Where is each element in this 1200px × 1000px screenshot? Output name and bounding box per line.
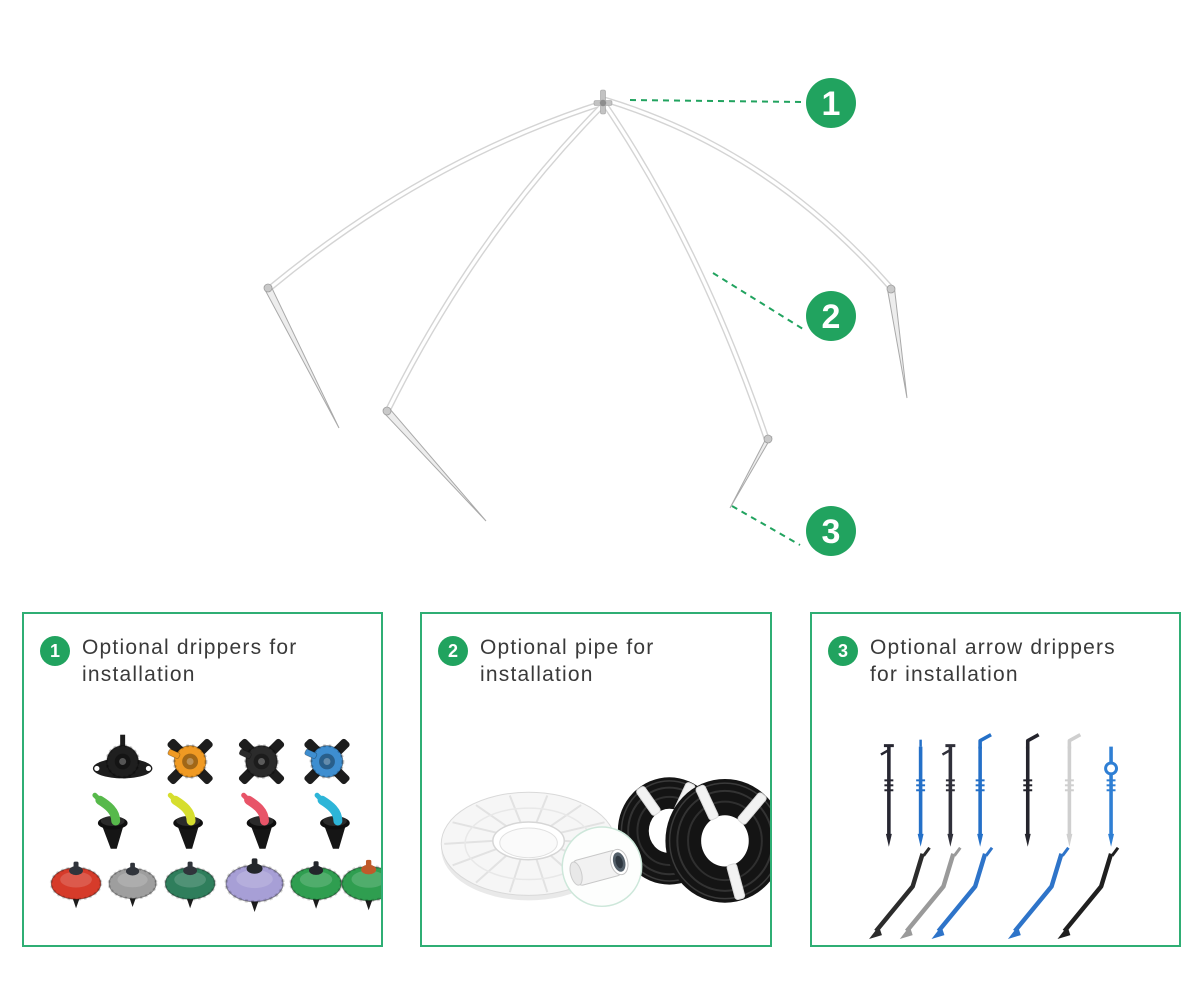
callout-1-number: 1 (822, 85, 841, 123)
straight-arrow-dripper (1064, 733, 1082, 847)
cross-dripper (238, 738, 285, 785)
flanged-dripper (92, 734, 153, 779)
straight-arrow-dripper (1104, 746, 1118, 847)
feed-tubes (267, 97, 894, 440)
panel-3-title: Optional arrow drippers for installation (870, 636, 1116, 687)
straight-arrow-dripper (1023, 733, 1040, 847)
straight-arrow-dripper (880, 744, 894, 847)
bent-arrow-dripper (1007, 846, 1070, 940)
straight-arrow-dripper (916, 739, 926, 847)
bent-arrow-dripper (1057, 846, 1120, 940)
spike-dripper (92, 792, 128, 849)
disc-dripper (224, 858, 285, 913)
callout-2-number: 2 (822, 298, 841, 336)
callout-3: 3 (731, 505, 856, 556)
callout-3-number: 3 (822, 513, 841, 551)
bent-arrow-dripper (869, 846, 931, 940)
assembly-diagram: 1 2 3 (263, 78, 908, 556)
panel-3-header: 3 Optional arrow drippers for installati… (812, 614, 1179, 689)
spike-dripper (241, 792, 277, 849)
panel-1-badge: 1 (40, 636, 70, 666)
panel-optional-arrow-drippers: 3 Optional arrow drippers for installati… (810, 612, 1181, 947)
spike-dripper (314, 792, 350, 849)
straight-arrow-dripper (975, 733, 992, 847)
disc-dripper (289, 861, 343, 909)
arrow-dripper-stakes (263, 283, 908, 522)
panel-2-product-images (422, 700, 770, 945)
disc-dripper (340, 859, 381, 911)
manifold-connector (593, 89, 613, 115)
panel-1-product-images (24, 700, 381, 945)
bent-arrow-dripper (931, 846, 994, 940)
panel-2-header: 2 Optional pipe for installation (422, 614, 770, 689)
panel-1-title: Optional drippers for installation (82, 636, 298, 687)
disc-dripper (163, 861, 217, 909)
panel-1-header: 1 Optional drippers for installation (24, 614, 381, 689)
spike-dripper (167, 792, 203, 849)
cross-dripper (167, 738, 213, 785)
pipe-cross-section-inset (561, 826, 643, 908)
callout-1: 1 (629, 78, 856, 128)
panel-2-badge: 2 (438, 636, 468, 666)
panel-optional-drippers: 1 Optional drippers for installation (22, 612, 383, 947)
straight-arrow-dripper (941, 744, 956, 847)
disc-dripper (107, 862, 158, 908)
panel-3-badge: 3 (828, 636, 858, 666)
bent-arrow-dripper (899, 846, 962, 940)
panel-2-title: Optional pipe for installation (480, 636, 655, 687)
black-pipe-coil (665, 778, 770, 903)
panel-3-product-images (812, 700, 1179, 945)
disc-dripper (49, 861, 103, 909)
callout-2: 2 (712, 272, 856, 341)
panel-optional-pipe: 2 Optional pipe for installation (420, 612, 772, 947)
cross-dripper (304, 738, 350, 785)
